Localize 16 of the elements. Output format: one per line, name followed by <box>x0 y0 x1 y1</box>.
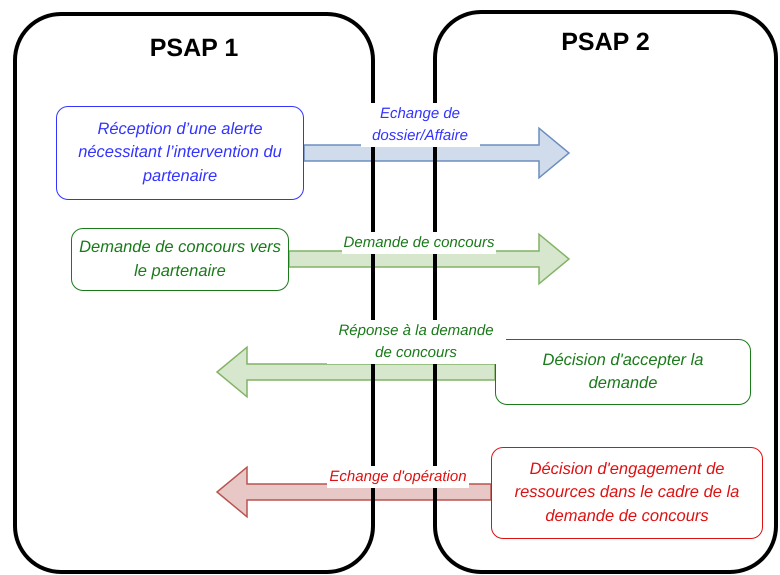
block-arrow <box>216 346 496 398</box>
edge-label: Réponse à la demande de concours <box>326 320 506 364</box>
box-text: Demande de concours vers le partenaire <box>78 237 282 282</box>
process-box <box>495 339 751 405</box>
box-text: Réception d’une alerte nécessitant l’intervention du partenaire <box>77 119 283 187</box>
block-arrow <box>303 126 570 180</box>
process-box <box>56 106 304 200</box>
box-text: Décision d'engagement de ressources dans le cadre de la demande de concours <box>514 459 740 527</box>
edge-label: Echange d'opération <box>327 466 469 488</box>
box-text: Décision d'accepter la demande <box>542 350 704 394</box>
lane-title: PSAP 1 <box>148 34 240 63</box>
lane-title: PSAP 2 <box>560 28 651 57</box>
edge-label: Echange de dossier/Affaire <box>360 103 480 146</box>
edge-label: Demande de concours <box>342 232 496 254</box>
process-box <box>71 228 289 291</box>
process-box <box>491 447 763 539</box>
